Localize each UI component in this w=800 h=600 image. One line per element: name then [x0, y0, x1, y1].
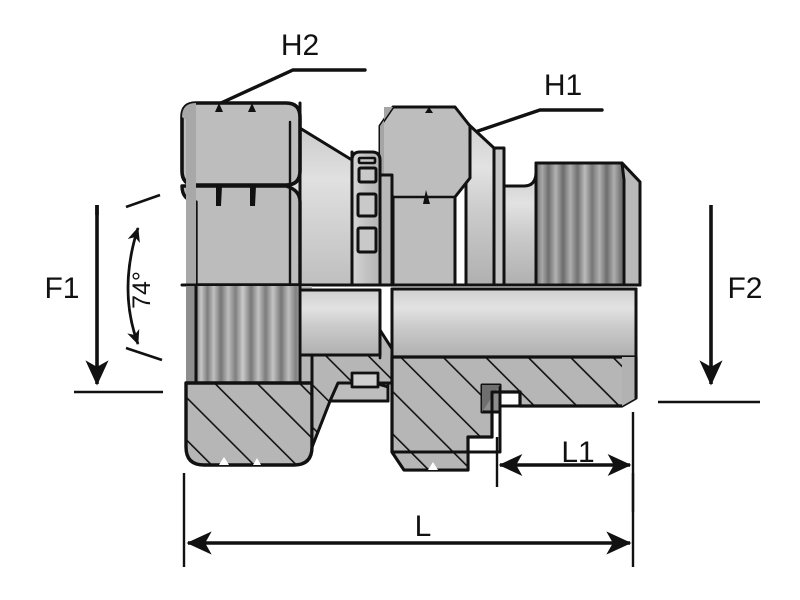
- l-dimension: L: [182, 473, 635, 567]
- body-bottom-step: [466, 390, 522, 454]
- left-groove-notch: [350, 371, 380, 389]
- groove-slot-1: [357, 156, 377, 165]
- groove-slot-3: [356, 192, 378, 218]
- h2-nut-section-nick: [219, 457, 229, 465]
- angle-ext-line-lower: [125, 346, 163, 362]
- l-label: L: [415, 510, 432, 543]
- inner-bore-cylinder-right: [390, 287, 638, 359]
- groove-collar-strip: [350, 150, 382, 287]
- h2-nick-bottom-right: [250, 186, 256, 206]
- angle-dimension-74: 74°: [125, 193, 163, 362]
- h2-nick-top-left: [215, 103, 223, 112]
- h2-leader-line: [219, 68, 367, 105]
- angle-ext-line-upper: [125, 193, 161, 209]
- groove-collar-rear-tab: [378, 173, 394, 287]
- angle-label: 74°: [128, 271, 156, 309]
- h1-hex-nut-group: [378, 105, 506, 287]
- body-lower-wedge: [390, 450, 470, 472]
- h2-nut-lower-flank: [180, 184, 302, 287]
- h2-nick-top-right: [248, 103, 256, 112]
- inner-bore-cylinder-left: [298, 288, 382, 357]
- f2-label: F2: [727, 272, 762, 305]
- h2-label: H2: [281, 29, 319, 62]
- f2-dimension: F2: [658, 205, 763, 404]
- f1-label: F1: [44, 272, 79, 305]
- female-thread-bore-texture: [196, 286, 300, 383]
- body-wedge-nick: [428, 462, 438, 470]
- fitting-assembly: [180, 101, 642, 472]
- h2-swivel-nut-group: [180, 101, 302, 287]
- l1-label: L1: [561, 436, 594, 469]
- male-thread-section: [622, 357, 636, 406]
- h2-nick-bottom-left: [216, 186, 222, 206]
- f1-dimension: F1: [44, 205, 163, 394]
- male-end-section: [498, 161, 642, 287]
- h2-nut-upper-face: [180, 101, 302, 187]
- h1-leader-line: [476, 108, 604, 133]
- h2-nut-section-nick2: [253, 458, 261, 465]
- h2-callout: H2: [219, 29, 367, 105]
- groove-slot-4: [356, 226, 378, 254]
- h1-label: H1: [544, 69, 582, 102]
- h2-nut-section-hatched: [184, 381, 314, 467]
- angle-arc: [126, 227, 140, 345]
- h1-hex-nick-top: [425, 107, 433, 113]
- h1-callout: H1: [476, 69, 604, 133]
- groove-slot-2: [357, 166, 378, 184]
- h2-nut-left-shadow: [182, 103, 196, 285]
